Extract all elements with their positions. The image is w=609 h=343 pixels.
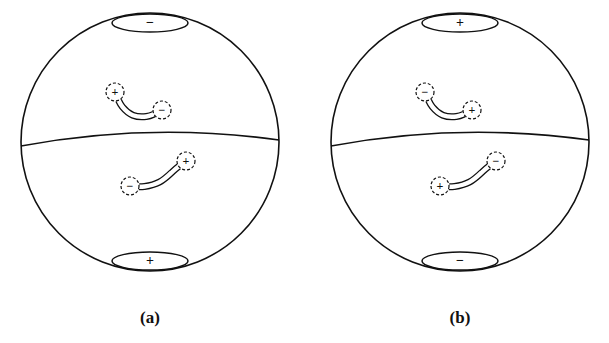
sign-text: −	[159, 104, 166, 116]
sign-text: +	[437, 180, 444, 192]
figure-label: (b)	[450, 308, 471, 328]
dashed-circle	[416, 83, 434, 101]
tube-inner	[139, 166, 179, 186]
equator-line	[331, 132, 589, 146]
dashed-circle	[153, 101, 171, 119]
sphere-outline	[21, 13, 279, 271]
pole-circle: +	[105, 82, 125, 102]
equator-line	[21, 132, 279, 146]
sign-text: +	[112, 86, 119, 98]
figure-label: (a)	[140, 308, 160, 328]
sign-text: +	[469, 104, 476, 116]
sign-text: +	[146, 254, 154, 268]
tube-connector	[119, 100, 154, 117]
cap-ellipse	[112, 252, 188, 270]
sign-text: −	[456, 254, 464, 268]
dashed-circle	[463, 101, 481, 119]
polar-cap: −	[421, 251, 499, 271]
sphere-outline	[331, 13, 589, 271]
pole-circle: +	[462, 100, 482, 120]
pole-circle: +	[176, 151, 196, 171]
polar-cap: +	[111, 251, 189, 271]
pole-circle: +	[430, 176, 450, 196]
sign-text: +	[456, 16, 464, 30]
cap-ellipse	[112, 14, 188, 32]
cap-ellipse	[422, 252, 498, 270]
dashed-circle	[121, 177, 139, 195]
flux-tube	[449, 166, 489, 186]
sign-text: +	[183, 155, 190, 167]
sign-text: −	[422, 86, 429, 98]
flux-tube	[119, 100, 154, 117]
pole-circle: −	[415, 82, 435, 102]
polar-cap: −	[111, 13, 189, 33]
tube-inner	[119, 100, 154, 117]
pole-circle: −	[120, 176, 140, 196]
tube-connector	[449, 166, 489, 186]
sign-text: −	[127, 180, 134, 192]
tube-connector	[429, 100, 464, 117]
pole-circle: −	[152, 100, 172, 120]
dashed-circle	[487, 152, 505, 170]
flux-tube	[429, 100, 464, 117]
tube-inner	[449, 166, 489, 186]
polar-cap: +	[421, 13, 499, 33]
sign-text: −	[493, 155, 500, 167]
dashed-circle	[431, 177, 449, 195]
tube-connector	[139, 166, 179, 186]
flux-tube	[139, 166, 179, 186]
cap-ellipse	[422, 14, 498, 32]
dashed-circle	[106, 83, 124, 101]
pole-circle: −	[486, 151, 506, 171]
dashed-circle	[177, 152, 195, 170]
tube-inner	[429, 100, 464, 117]
sign-text: −	[146, 16, 154, 30]
